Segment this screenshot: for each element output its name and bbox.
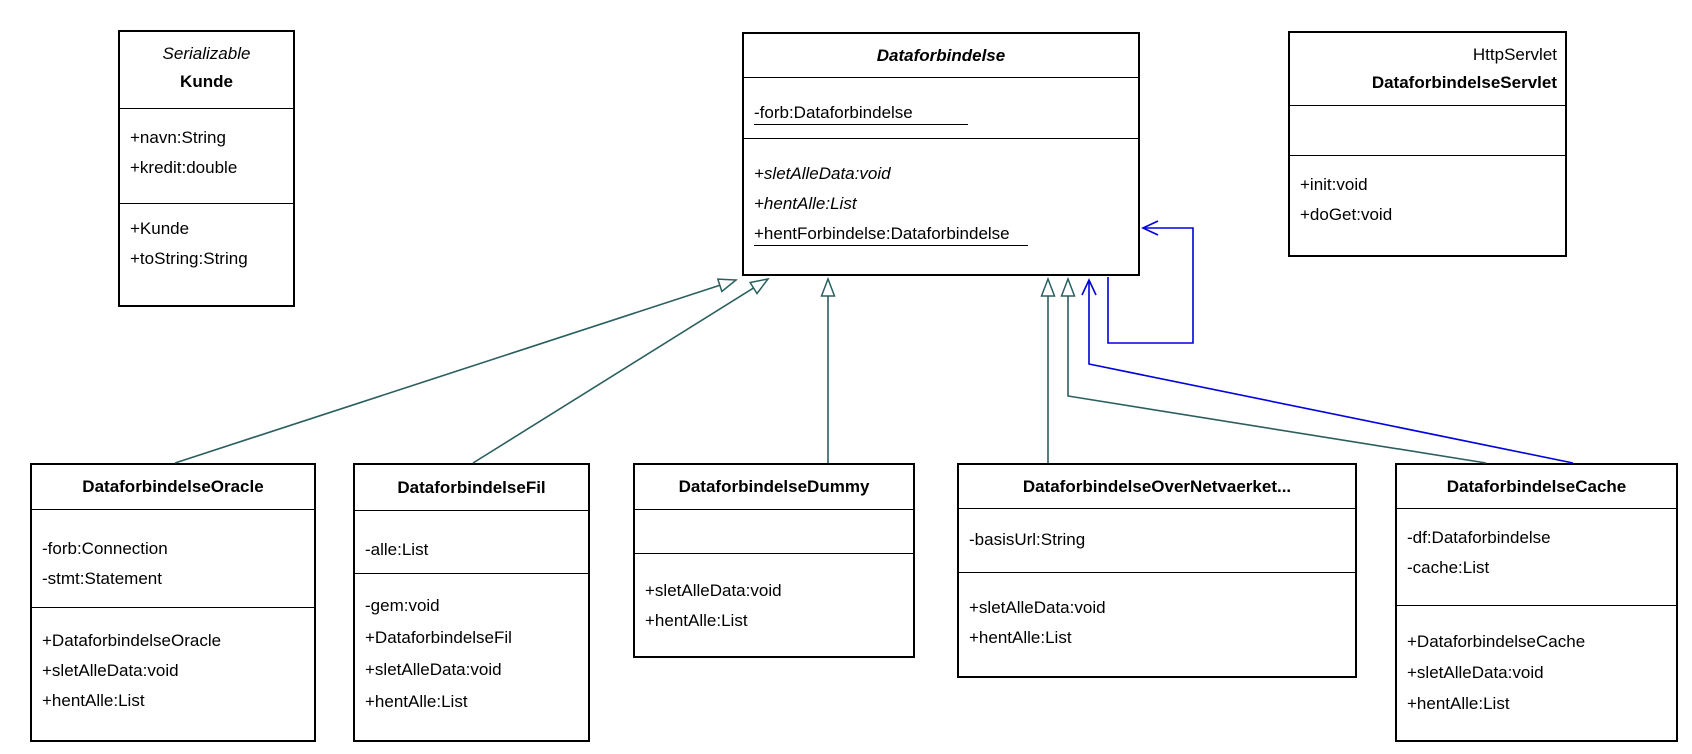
class-dataforbindelse[interactable]: Dataforbindelse -forb:Dataforbindelse +s… xyxy=(742,32,1140,276)
method: +doGet:void xyxy=(1300,205,1393,224)
method: +sletAlleData:void xyxy=(365,660,502,679)
class-dataforbindelsefil-header: DataforbindelseFil xyxy=(355,465,588,510)
class-dataforbindelseovernetvaerket-methods: +sletAlleData:void +hentAlle:List xyxy=(959,572,1355,676)
method: +hentAlle:List xyxy=(645,611,748,630)
attribute: -forb:Connection xyxy=(42,539,168,558)
class-kunde-attributes: +navn:String +kredit:double xyxy=(120,108,293,203)
class-dataforbindelse-name: Dataforbindelse xyxy=(876,45,1006,65)
class-kunde-methods: +Kunde +toString:String xyxy=(120,203,293,305)
class-dataforbindelsefil-methods: -gem:void +DataforbindelseFil +sletAlleD… xyxy=(355,573,588,740)
attribute: -basisUrl:String xyxy=(969,530,1086,549)
class-dataforbindelseservlet-methods: +init:void +doGet:void xyxy=(1290,155,1565,255)
method: +Kunde xyxy=(130,219,190,238)
class-dataforbindelsefil-name: DataforbindelseFil xyxy=(397,477,546,497)
attribute-static: -forb:Dataforbindelse xyxy=(744,98,1138,128)
class-dataforbindelse-methods: +sletAlleData:void +hentAlle:List +hentF… xyxy=(744,138,1138,274)
association-cache-to-dataforbindelse[interactable] xyxy=(1081,278,1574,464)
generalization-cache-to-dataforbindelse[interactable] xyxy=(1068,279,1487,464)
class-dataforbindelsefil[interactable]: DataforbindelseFil -alle:List -gem:void … xyxy=(353,463,590,742)
class-dataforbindelsecache-header: DataforbindelseCache xyxy=(1397,465,1676,508)
class-dataforbindelseoracle-attributes: -forb:Connection -stmt:Statement xyxy=(32,509,314,607)
method-static: +hentForbindelse:Dataforbindelse xyxy=(744,219,1138,249)
method: +sletAlleData:void xyxy=(969,598,1106,617)
generalization-oracle-to-dataforbindelse[interactable] xyxy=(174,280,736,464)
method: -gem:void xyxy=(365,596,440,615)
class-dataforbindelsedummy[interactable]: DataforbindelseDummy +sletAlleData:void … xyxy=(633,463,915,658)
class-dataforbindelseovernetvaerket[interactable]: DataforbindelseOverNetvaerket... -basisU… xyxy=(957,463,1357,678)
class-dataforbindelse-attributes: -forb:Dataforbindelse xyxy=(744,77,1138,138)
class-dataforbindelsecache-attributes: -df:Dataforbindelse -cache:List xyxy=(1397,508,1676,605)
attribute: -cache:List xyxy=(1407,558,1490,577)
class-dataforbindelseovernetvaerket-name: DataforbindelseOverNetvaerket... xyxy=(1022,476,1292,496)
method: +init:void xyxy=(1300,175,1368,194)
class-dataforbindelseovernetvaerket-attributes: -basisUrl:String xyxy=(959,508,1355,572)
class-dataforbindelseoracle-name: DataforbindelseOracle xyxy=(82,477,264,496)
method: +hentAlle:List xyxy=(42,691,145,710)
class-dataforbindelseservlet-name: DataforbindelseServlet xyxy=(1371,73,1557,92)
class-kunde[interactable]: Serializable Kunde +navn:String +kredit:… xyxy=(118,30,295,307)
method-abstract: +hentAlle:List xyxy=(754,194,857,213)
attribute: -df:Dataforbindelse xyxy=(1407,528,1551,547)
method: +sletAlleData:void xyxy=(1407,663,1544,682)
class-kunde-header: Serializable Kunde xyxy=(120,32,293,108)
method: +DataforbindelseCache xyxy=(1407,632,1586,651)
class-dataforbindelsecache-methods: +DataforbindelseCache +sletAlleData:void… xyxy=(1397,605,1676,740)
attribute: -stmt:Statement xyxy=(42,569,162,588)
class-dataforbindelseovernetvaerket-header: DataforbindelseOverNetvaerket... xyxy=(959,465,1355,508)
generalization-fil-to-dataforbindelse[interactable] xyxy=(472,279,768,464)
method: +toString:String xyxy=(130,249,248,268)
method: +hentAlle:List xyxy=(365,692,468,711)
class-dataforbindelsefil-attributes: -alle:List xyxy=(355,510,588,573)
class-dataforbindelseservlet-header: HttpServlet DataforbindelseServlet xyxy=(1290,33,1565,105)
attribute: +navn:String xyxy=(130,128,226,147)
method: +sletAlleData:void xyxy=(645,581,782,600)
class-dataforbindelsedummy-header: DataforbindelseDummy xyxy=(635,465,913,509)
attribute: +kredit:double xyxy=(130,158,238,177)
attribute: -alle:List xyxy=(365,540,429,559)
class-dataforbindelseservlet-attributes xyxy=(1290,105,1565,155)
class-dataforbindelseoracle-header: DataforbindelseOracle xyxy=(32,465,314,509)
class-dataforbindelsedummy-name: DataforbindelseDummy xyxy=(678,477,870,496)
method: +hentAlle:List xyxy=(969,628,1072,647)
method-abstract: +sletAlleData:void xyxy=(754,164,891,183)
class-dataforbindelsedummy-attributes xyxy=(635,509,913,553)
class-dataforbindelseservlet-superclass: HttpServlet xyxy=(1472,45,1557,64)
class-dataforbindelsecache[interactable]: DataforbindelseCache -df:Dataforbindelse… xyxy=(1395,463,1678,742)
class-dataforbindelseoracle[interactable]: DataforbindelseOracle -forb:Connection -… xyxy=(30,463,316,742)
method: +hentAlle:List xyxy=(1407,694,1510,713)
class-dataforbindelseservlet[interactable]: HttpServlet DataforbindelseServlet +init… xyxy=(1288,31,1567,257)
class-dataforbindelsecache-name: DataforbindelseCache xyxy=(1446,476,1627,496)
method: +sletAlleData:void xyxy=(42,661,179,680)
class-dataforbindelseoracle-methods: +DataforbindelseOracle +sletAlleData:voi… xyxy=(32,607,314,740)
class-dataforbindelse-header: Dataforbindelse xyxy=(744,34,1138,77)
method: +DataforbindelseOracle xyxy=(42,631,222,650)
method: +DataforbindelseFil xyxy=(365,628,512,647)
class-dataforbindelsedummy-methods: +sletAlleData:void +hentAlle:List xyxy=(635,553,913,656)
class-kunde-stereotype: Serializable xyxy=(162,44,251,63)
class-kunde-name: Kunde xyxy=(180,72,233,91)
